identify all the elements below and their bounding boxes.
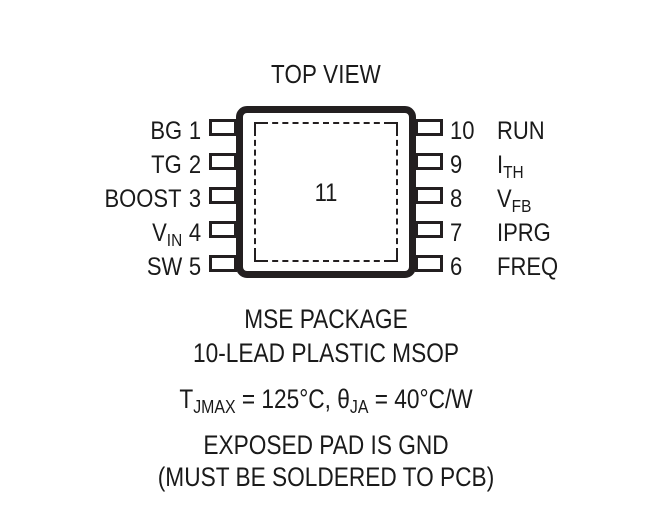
pad-corner-notch-top-right: [389, 122, 398, 131]
pin-label-right-9: ITH: [497, 151, 524, 181]
pin-name-text: SW: [146, 253, 182, 281]
pad-edge-bottom: [262, 260, 390, 262]
theta-ja-value: = 40°C/W: [368, 384, 473, 414]
pin-label-left-5: SW: [147, 255, 182, 280]
pin-label-left-4: VIN: [151, 219, 182, 249]
pin-name-subscript: TH: [503, 161, 524, 182]
pin-number-left-1: 1: [188, 117, 202, 145]
caption-package-type: 10-LEAD PLASTIC MSOP: [193, 338, 459, 368]
pin-number-left-5: 5: [188, 253, 202, 281]
pin-lead-left-3: [209, 187, 237, 204]
pin-number-right-9: 9: [450, 151, 463, 179]
pin-lead-right-8: [415, 187, 443, 204]
pad-corner-notch-top-left: [254, 122, 263, 131]
pin-name-subscript: IN: [166, 229, 182, 250]
diagram-title: TOP VIEW: [271, 59, 381, 89]
tjmax-value: = 125°C,: [235, 384, 338, 414]
pin-name-text: V: [151, 219, 167, 247]
pad-corner-notch-bottom-right: [389, 253, 398, 262]
caption-exposed-pad-note: EXPOSED PAD IS GND: [203, 430, 449, 460]
pin-label-left-3: BOOST: [105, 187, 182, 212]
pin-name-text: BG: [150, 117, 182, 145]
pin-name-text: FREQ: [497, 253, 559, 281]
pin-number-left-3: 3: [188, 185, 202, 213]
pin-label-left-1: BG: [150, 119, 182, 144]
pin-label-right-8: VFB: [497, 185, 531, 215]
pin-name-subscript: FB: [511, 195, 532, 216]
pin-number-left-4: 4: [188, 219, 202, 247]
tjmax-symbol: T: [179, 384, 194, 414]
pin-name-text: I: [497, 151, 504, 179]
pad-edge-top: [262, 122, 390, 124]
pin-lead-right-7: [415, 221, 443, 238]
tjmax-subscript: JMAX: [193, 397, 236, 419]
caption-package-name: MSE PACKAGE: [244, 304, 408, 334]
pin-number-right-7: 7: [450, 219, 463, 247]
pin-name-text: TG: [151, 151, 182, 179]
caption-solder-note: (MUST BE SOLDERED TO PCB): [157, 462, 495, 492]
pin-lead-right-10: [415, 119, 443, 136]
pad-edge-left: [254, 130, 256, 254]
pin-name-text: BOOST: [104, 185, 182, 213]
pin-label-right-10: RUN: [497, 119, 545, 144]
pad-edge-right: [396, 130, 398, 254]
pin-lead-left-4: [209, 221, 237, 238]
pin-label-right-7: IPRG: [497, 221, 551, 246]
pin-number-right-8: 8: [450, 185, 463, 213]
pin-name-text: V: [497, 185, 512, 213]
pin-lead-left-2: [209, 153, 237, 170]
pin-lead-left-1: [209, 119, 237, 136]
exposed-pad-outline: 11: [254, 122, 398, 262]
pad-corner-notch-bottom-left: [254, 253, 263, 262]
package-body-outline: [236, 106, 416, 278]
caption-thermal-spec: TJMAX = 125°C, θJA = 40°C/W: [52, 384, 600, 418]
pin-name-text: IPRG: [497, 219, 551, 247]
exposed-pad-number: 11: [314, 179, 338, 207]
theta-ja-symbol: θ: [337, 384, 350, 414]
pin-name-text: RUN: [497, 117, 545, 145]
theta-ja-subscript: JA: [349, 397, 369, 419]
pin-lead-right-9: [415, 153, 443, 170]
pin-number-left-2: 2: [188, 151, 202, 179]
pin-label-left-2: TG: [151, 153, 182, 178]
pin-lead-left-5: [209, 255, 237, 272]
pin-number-right-10: 10: [450, 117, 475, 145]
pin-label-right-6: FREQ: [497, 255, 558, 280]
pin-lead-right-6: [415, 255, 443, 272]
pin-number-right-6: 6: [450, 253, 463, 281]
